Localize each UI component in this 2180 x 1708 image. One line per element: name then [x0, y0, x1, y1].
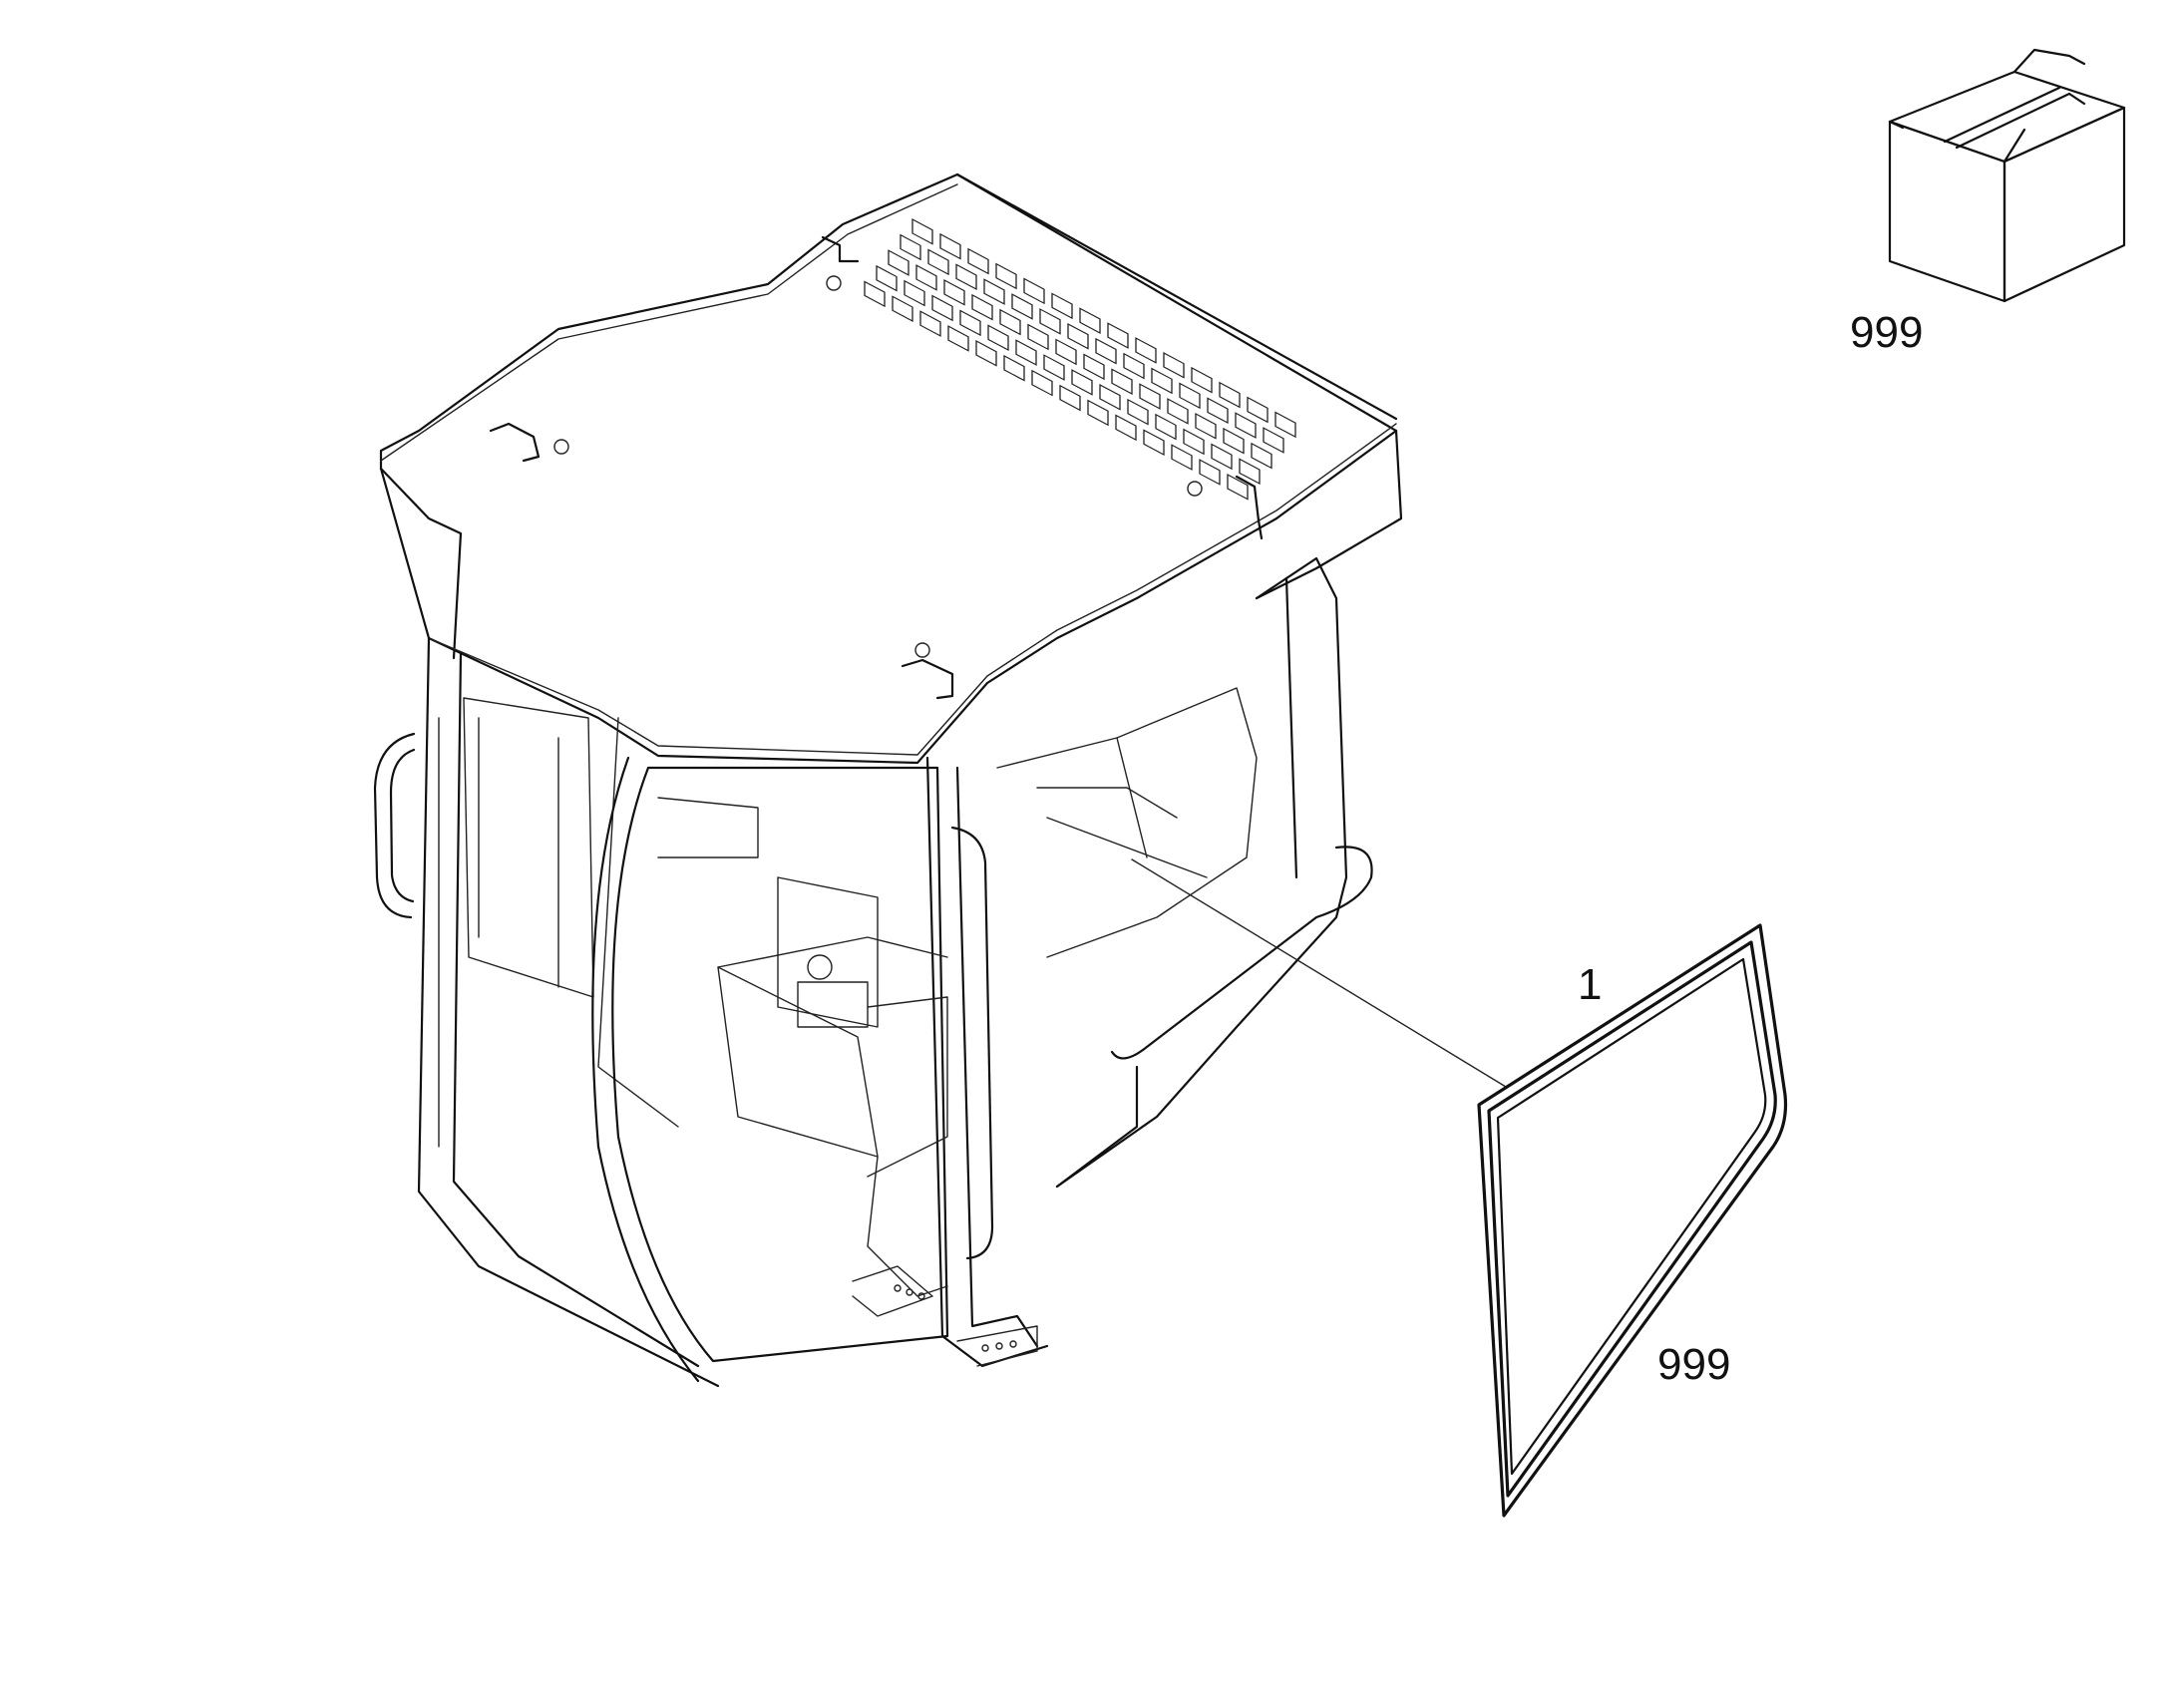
- lift-hook-front-center: [901, 658, 954, 700]
- cab-assembly: [373, 172, 1403, 1388]
- roof-vent-grille: [864, 218, 1296, 501]
- window-pane-part: [1477, 923, 1788, 1518]
- door-opening: [611, 766, 949, 1363]
- lift-hook-right: [1235, 475, 1264, 540]
- leader-line: [1131, 858, 1507, 1088]
- package-box-icon: [1888, 48, 2126, 303]
- door-handle-rail: [950, 826, 994, 1260]
- lift-hook-rear: [821, 235, 860, 263]
- part-quantity-callout: 999: [1657, 1340, 1730, 1389]
- lift-hook-front-left: [489, 422, 541, 463]
- package-box-label: 999: [1850, 308, 1923, 357]
- left-handrail: [373, 732, 416, 919]
- right-handrail: [1110, 846, 1373, 1060]
- part-number-callout: 1: [1578, 960, 1602, 1009]
